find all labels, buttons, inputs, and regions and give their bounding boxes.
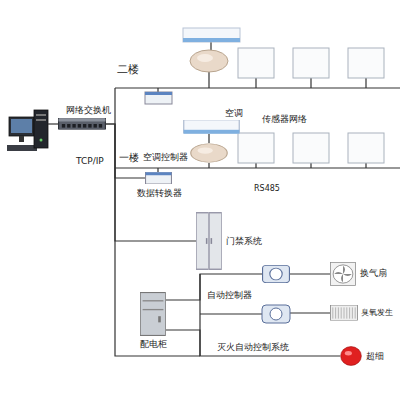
fire-extinguisher: 超细 [340,346,362,366]
wire-connector [208,134,209,143]
wire-connector [106,124,196,241]
node-label: 自动控制器 [207,290,252,301]
floor-label: 二楼 [117,63,139,76]
floor-label: 一楼 [119,152,139,164]
air-conditioner [183,28,240,42]
power-cabinet: 配电柜 [140,292,166,336]
node-label: 数据转换器 [137,188,182,199]
switch-icon [58,118,106,130]
ac-icon [183,120,240,134]
fan-icon [330,262,356,286]
ac-controller [190,50,228,72]
wire-connector [290,273,330,274]
data-converter: 数据转换器 [145,172,172,184]
wire-connector [106,124,145,178]
edge-label: 灭火自动控制系统 [216,342,290,353]
air-conditioner: 空调 [183,120,240,134]
sensor [238,48,384,163]
bus-label: RS485 [254,184,280,194]
node-label: 臭氧发生 [361,308,393,318]
ozone-icon [330,305,358,321]
node-label: 空调控制器 [143,152,188,163]
node-label: 换气扇 [360,268,387,279]
ellipse-icon [190,143,228,163]
door-icon [196,212,222,270]
cabinet-icon [140,292,166,336]
wire-connector [166,274,262,300]
exhaust-fan: 换气扇 [330,262,356,286]
node-label: 配电柜 [140,339,167,350]
node-label: 超细 [366,351,384,362]
node-label: 空调 [225,108,243,119]
node-label: 门禁系统 [226,236,262,247]
data-converter [145,92,172,104]
converter-icon [145,172,172,184]
network-switch: 网络交换机 [58,118,106,130]
wire-connector [166,330,340,356]
auto-controller [262,305,290,323]
ac-controller: 空调控制器 [190,143,228,163]
ext-icon [340,346,362,366]
wire [48,42,400,356]
auto-icon [262,265,290,283]
computer [7,110,48,151]
network-label: 传感器网络 [262,114,307,125]
node-label: 网络交换机 [66,105,111,116]
auto-controller: 自动控制器 [262,265,290,283]
access-door: 门禁系统 [196,212,222,270]
protocol-label: TCP/IP [76,156,104,167]
ozone-generator: 臭氧发生 [330,305,358,321]
